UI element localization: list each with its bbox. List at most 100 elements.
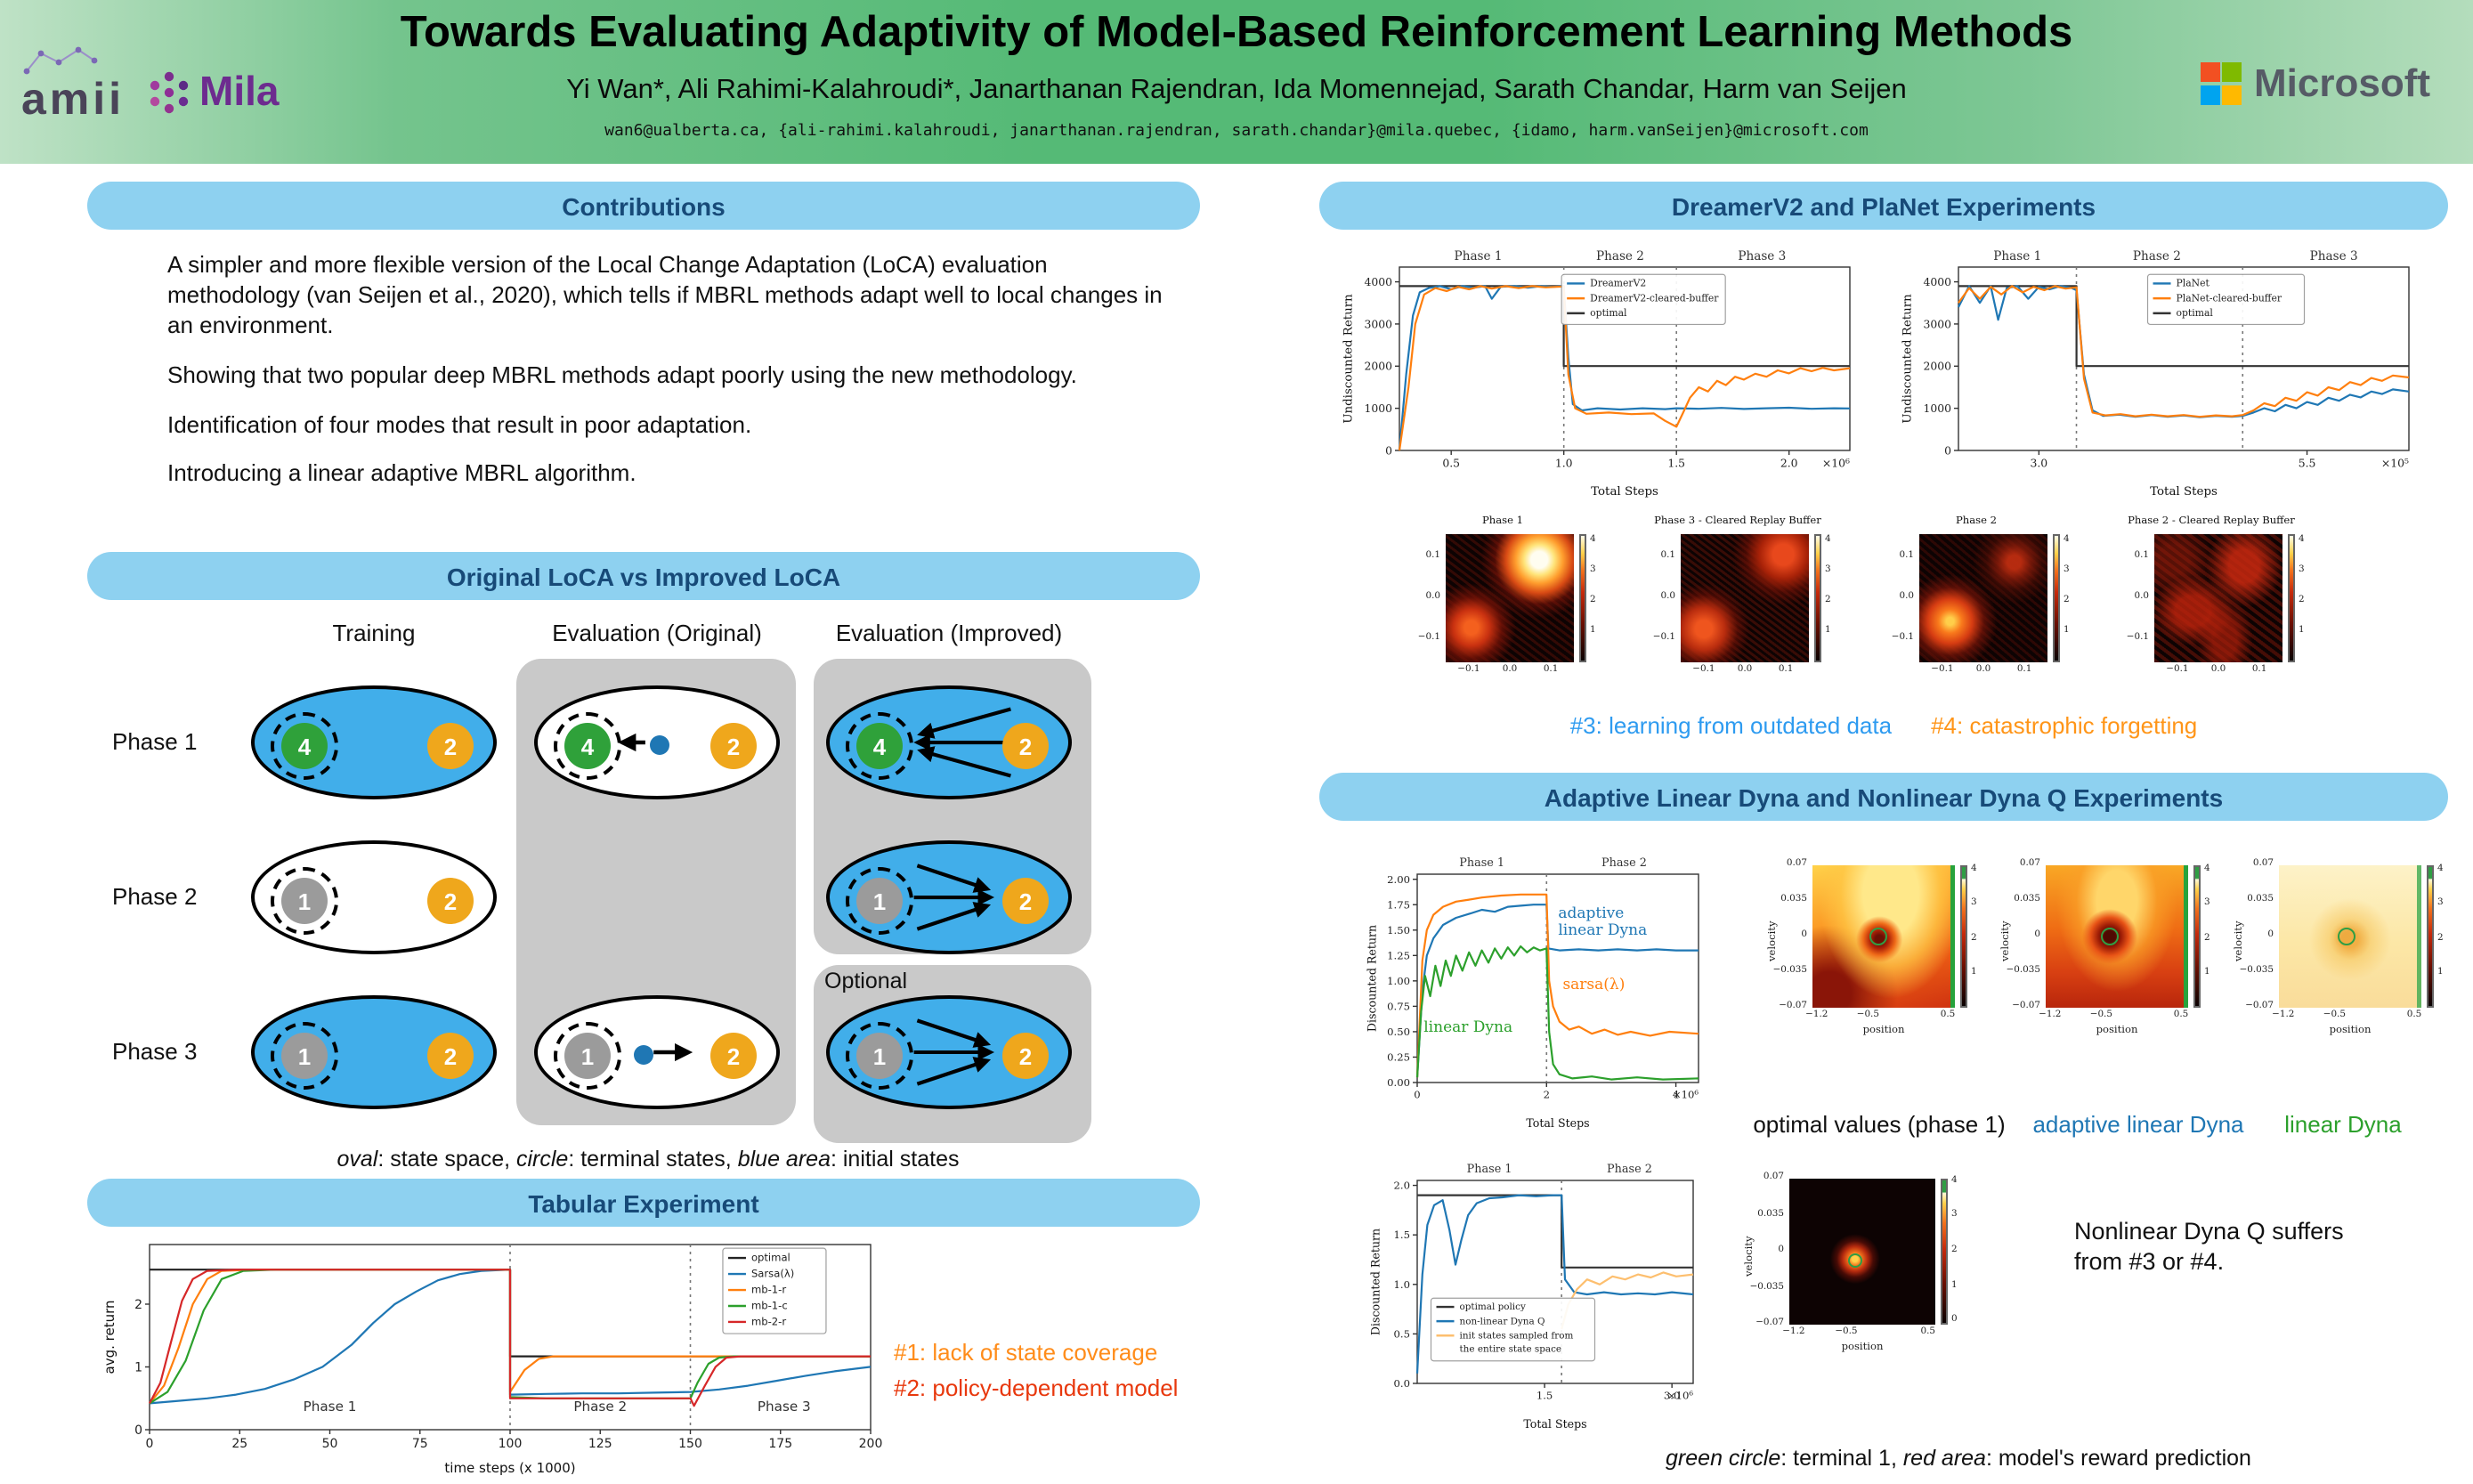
svg-text:Phase 3: Phase 3 [758, 1399, 811, 1415]
svg-text:2.0: 2.0 [1780, 456, 1798, 469]
svg-text:1.5: 1.5 [1537, 1390, 1553, 1402]
section-title-contributions: Contributions [87, 182, 1200, 230]
svg-text:2000: 2000 [1923, 360, 1951, 373]
svg-text:Phase 1: Phase 1 [1455, 249, 1503, 264]
svg-text:mb-1-c: mb-1-c [751, 1299, 788, 1311]
nonlinear-note: Nonlinear Dyna Q suffers from #3 or #4. [2074, 1218, 2344, 1275]
svg-text:1: 1 [134, 1360, 142, 1375]
svg-text:0: 0 [134, 1423, 142, 1438]
arrows-to-terminal2 [913, 1018, 994, 1086]
terminal-1: 1 [846, 1022, 913, 1090]
svg-text:75: 75 [412, 1437, 428, 1451]
svg-text:1.0: 1.0 [1394, 1278, 1410, 1291]
svg-text:×10⁶: ×10⁶ [1667, 1390, 1693, 1402]
svg-text:linear Dyna: linear Dyna [1423, 1018, 1512, 1036]
svg-text:125: 125 [588, 1437, 612, 1451]
oval-eval-original-phase3: 1 2 [534, 995, 780, 1109]
section-title-adaptive: Adaptive Linear Dyna and Nonlinear Dyna … [1319, 773, 2448, 821]
microsoft-logo-text: Microsoft [2254, 61, 2430, 105]
svg-text:Total Steps: Total Steps [1526, 1116, 1589, 1130]
svg-text:×10⁶: ×10⁶ [1822, 456, 1850, 469]
svg-text:sarsa(λ): sarsa(λ) [1562, 976, 1625, 993]
svg-text:3.0: 3.0 [1664, 1390, 1680, 1402]
ms-square-yellow [2222, 85, 2242, 105]
finding-4: #4: catastrophic forgetting [1931, 712, 2198, 739]
arrow-to-terminal4 [618, 733, 645, 752]
svg-text:non-linear Dyna Q: non-linear Dyna Q [1460, 1316, 1545, 1326]
terminal-1: 1 [271, 1022, 338, 1090]
optional-label: Optional [824, 969, 908, 993]
svg-text:2: 2 [134, 1298, 142, 1312]
oval-training-phase2: 1 2 [251, 840, 497, 954]
terminal-2: 2 [710, 723, 757, 769]
svg-text:Phase 1: Phase 1 [304, 1399, 357, 1415]
row-label-phase3: Phase 3 [112, 1038, 198, 1065]
svg-text:optimal: optimal [2177, 307, 2214, 319]
svg-text:50: 50 [322, 1437, 338, 1451]
terminal-2: 2 [427, 723, 474, 769]
svg-text:0.5: 0.5 [1394, 1327, 1410, 1340]
svg-text:1.50: 1.50 [1387, 924, 1410, 937]
svg-text:150: 150 [678, 1437, 702, 1451]
section-title-tabular: Tabular Experiment [87, 1179, 1200, 1227]
poster-header: Towards Evaluating Adaptivity of Model-B… [0, 0, 2473, 164]
contribution-item: A simpler and more flexible version of t… [167, 251, 1163, 338]
terminal-2: 2 [710, 1033, 757, 1079]
poster-emails: wan6@ualberta.ca, {ali-rahimi.kalahroudi… [604, 123, 1869, 141]
svg-text:1.5: 1.5 [1667, 456, 1685, 469]
svg-text:4000: 4000 [1923, 275, 1951, 288]
svg-text:1.25: 1.25 [1387, 949, 1410, 961]
svg-text:Discounted Return: Discounted Return [1369, 1229, 1382, 1335]
svg-text:0.00: 0.00 [1387, 1076, 1410, 1089]
amii-logo: amii [21, 46, 125, 123]
oval-training-phase3: 1 2 [251, 995, 497, 1109]
svg-text:100: 100 [499, 1437, 523, 1451]
svg-text:2.0: 2.0 [1394, 1180, 1410, 1192]
ms-square-blue [2200, 85, 2219, 105]
svg-text:0.50: 0.50 [1387, 1026, 1410, 1038]
svg-text:optimal: optimal [1590, 307, 1627, 319]
svg-text:Undiscounted Return: Undiscounted Return [1342, 294, 1355, 424]
svg-text:Total Steps: Total Steps [1523, 1417, 1586, 1431]
svg-text:1.00: 1.00 [1387, 975, 1410, 987]
svg-text:4: 4 [1673, 1089, 1679, 1101]
mila-logo: Mila [146, 68, 279, 116]
svg-text:1000: 1000 [1364, 401, 1392, 415]
svg-text:0: 0 [1385, 443, 1392, 457]
initial-state-dot [650, 735, 669, 755]
arrows-to-terminal4 [913, 707, 1015, 778]
finding-3: #3: learning from outdated data [1569, 712, 1893, 739]
column-header-eval-original: Evaluation (Original) [552, 620, 762, 646]
svg-text:1000: 1000 [1923, 401, 1951, 415]
loca-caption: oval: state space, circle: terminal stat… [336, 1147, 960, 1172]
section-title-loca: Original LoCA vs Improved LoCA [87, 552, 1200, 600]
ms-square-green [2222, 62, 2242, 83]
label-optimal-values: optimal values (phase 1) [1753, 1111, 2006, 1138]
row-label-phase1: Phase 1 [112, 728, 198, 755]
svg-text:0: 0 [146, 1437, 154, 1451]
svg-text:Phase 2: Phase 2 [573, 1399, 627, 1415]
contributions-list: A simpler and more flexible version of t… [167, 251, 1164, 510]
svg-text:time steps (x 1000): time steps (x 1000) [444, 1460, 575, 1476]
terminal-4: 4 [554, 712, 621, 780]
finding-1: #1: lack of state coverage [894, 1339, 1158, 1366]
svg-text:2.00: 2.00 [1387, 873, 1410, 886]
contribution-item: Introducing a linear adaptive MBRL algor… [167, 459, 636, 487]
terminal-1: 1 [554, 1022, 621, 1090]
svg-text:3000: 3000 [1364, 317, 1392, 330]
terminal-2: 2 [1002, 1033, 1049, 1079]
microsoft-logo: Microsoft [2200, 61, 2430, 107]
svg-text:Phase 2: Phase 2 [1601, 856, 1647, 870]
arrow-to-terminal2 [653, 1042, 693, 1062]
loca-diagram: Training Evaluation (Original) Evaluatio… [87, 616, 1218, 1150]
svg-text:1.0: 1.0 [1555, 456, 1573, 469]
column-header-eval-improved: Evaluation (Improved) [835, 620, 1063, 646]
svg-text:200: 200 [859, 1437, 883, 1451]
